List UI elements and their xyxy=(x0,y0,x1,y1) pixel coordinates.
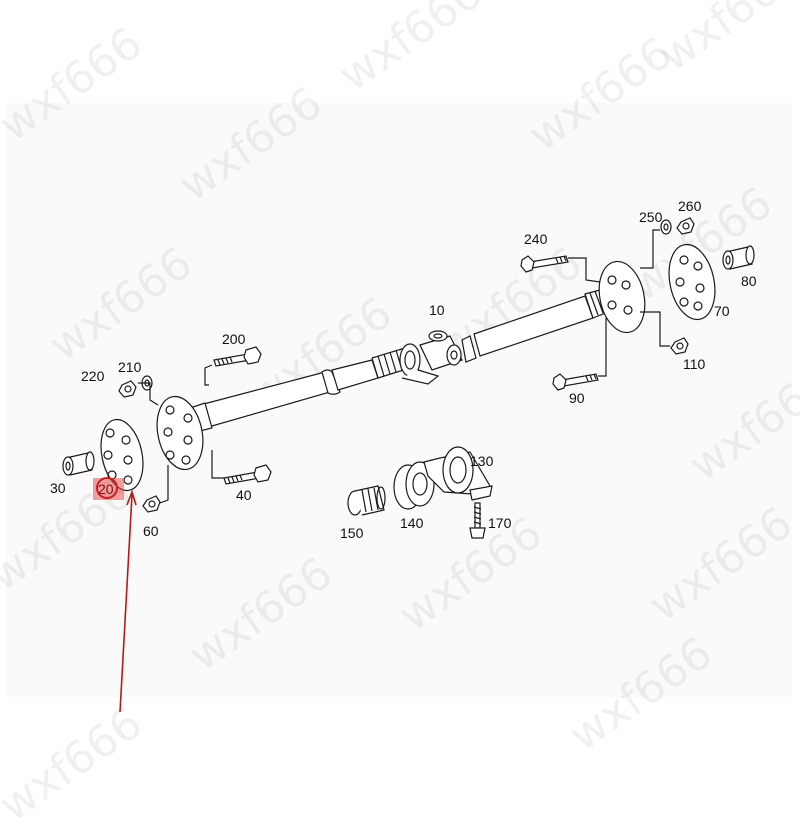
callout-label-40[interactable]: 40 xyxy=(236,487,252,503)
right-flange xyxy=(598,260,646,334)
highlight-circle-part-20 xyxy=(96,477,118,499)
callout-label-110[interactable]: 110 xyxy=(683,356,706,372)
callout-label-260[interactable]: 260 xyxy=(678,198,702,214)
callout-label-210[interactable]: 210 xyxy=(118,359,142,375)
callout-label-60[interactable]: 60 xyxy=(143,523,159,539)
callout-label-150[interactable]: 150 xyxy=(340,525,364,541)
callout-label-140[interactable]: 140 xyxy=(400,515,424,531)
callout-label-220[interactable]: 220 xyxy=(81,368,105,384)
bolt-part-240 xyxy=(520,255,569,273)
bolt-part-40 xyxy=(223,464,272,485)
callout-label-30[interactable]: 30 xyxy=(50,480,66,496)
sleeve-part-80 xyxy=(722,245,755,270)
washer-part-250 xyxy=(660,219,672,235)
bolt-part-90 xyxy=(552,373,599,391)
callout-label-90[interactable]: 90 xyxy=(569,390,585,406)
drive-shaft-part-10 xyxy=(189,289,609,433)
callout-label-10[interactable]: 10 xyxy=(429,302,445,318)
parts-drawing xyxy=(62,217,755,713)
flex-disc-part-70 xyxy=(668,243,716,321)
callout-label-200[interactable]: 200 xyxy=(222,331,246,347)
nut-part-110 xyxy=(670,337,689,355)
center-bearing-part-130 xyxy=(423,446,493,501)
nut-part-260 xyxy=(676,217,695,235)
flex-disc-part-20 xyxy=(100,418,144,492)
bolt-part-200 xyxy=(213,346,262,367)
nut-part-60 xyxy=(142,495,161,513)
callout-label-80[interactable]: 80 xyxy=(741,273,757,289)
left-flange xyxy=(156,395,204,471)
boot-part-150 xyxy=(347,485,386,516)
nut-part-220 xyxy=(118,380,137,398)
diagram-panel xyxy=(6,103,792,697)
callout-label-130[interactable]: 130 xyxy=(470,453,494,469)
callout-label-250[interactable]: 250 xyxy=(639,209,663,225)
pointer-arrow xyxy=(119,489,137,713)
callout-label-70[interactable]: 70 xyxy=(714,303,730,319)
callout-label-240[interactable]: 240 xyxy=(524,231,548,247)
screw-part-170 xyxy=(469,502,486,539)
callout-label-20[interactable]: 20 xyxy=(98,481,114,497)
callout-label-170[interactable]: 170 xyxy=(488,515,512,531)
sleeve-part-30 xyxy=(62,451,95,476)
